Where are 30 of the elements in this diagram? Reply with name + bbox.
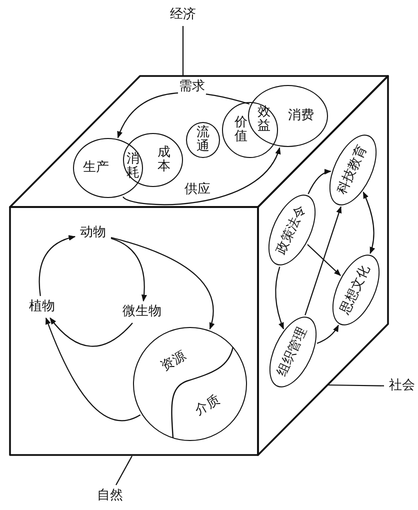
cube-face xyxy=(10,207,258,455)
region-label: 资源 xyxy=(159,349,189,375)
text-label: 社会 xyxy=(387,378,417,394)
split-circle xyxy=(133,327,247,441)
arrow xyxy=(304,206,342,316)
leader-line xyxy=(116,456,132,486)
text-label: 自然 xyxy=(95,488,125,504)
arrow xyxy=(38,235,76,296)
oval-node: 流通 xyxy=(186,122,220,158)
arrow xyxy=(307,244,341,276)
cube-face xyxy=(258,76,388,455)
double-arrow xyxy=(362,191,375,254)
arrow xyxy=(308,169,332,194)
arrow xyxy=(316,324,339,344)
text-label: 植物 xyxy=(27,299,57,315)
arrow xyxy=(50,317,133,347)
arrow xyxy=(275,266,284,330)
overlap-label: 效益 xyxy=(257,106,271,134)
edge-label: 需求 xyxy=(178,80,206,95)
edge-label: 供应 xyxy=(183,182,212,198)
leader-line xyxy=(182,26,184,76)
text-label: 动物 xyxy=(78,225,108,241)
region-label: 介质 xyxy=(193,393,223,419)
arrow xyxy=(122,147,280,206)
arrow xyxy=(45,317,141,422)
text-label: 经济 xyxy=(168,7,198,23)
arrow xyxy=(110,236,214,330)
text-label: 微生物 xyxy=(120,304,164,320)
leader-line xyxy=(328,384,384,386)
arrow xyxy=(110,238,147,302)
